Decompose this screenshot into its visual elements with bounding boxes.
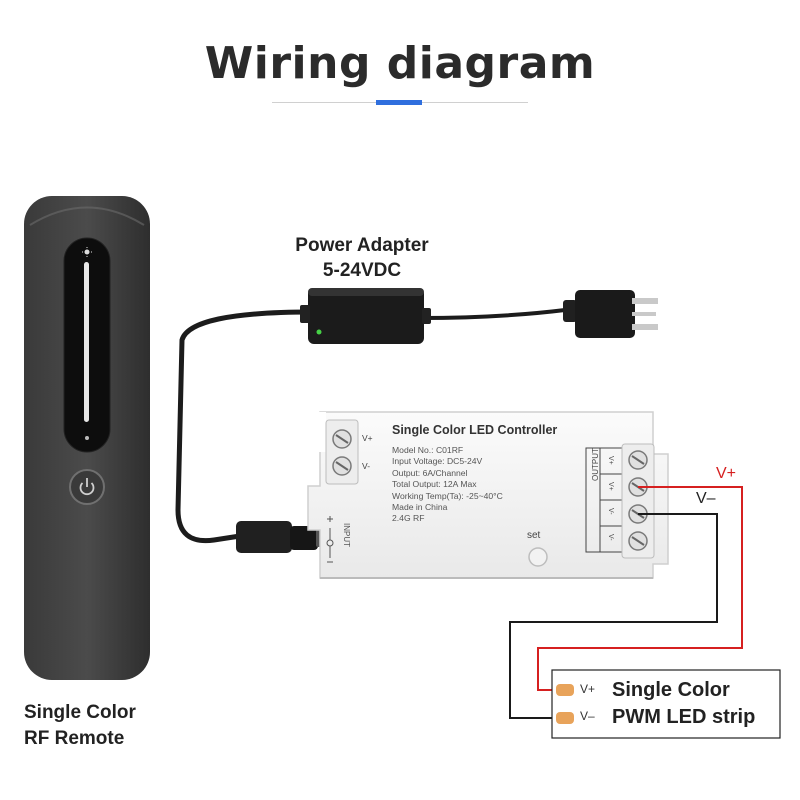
output-label: OUTPUT [591,448,600,481]
red-wire-label: V+ [716,465,737,482]
strip-label-line2: PWM LED strip [612,706,756,728]
input-terminal-minus-label: V- [362,461,371,471]
strip-pad-plus [556,684,574,696]
slider-light-bar [84,262,89,422]
ac-cable [419,308,566,320]
adapter-label-line2: 5-24VDC [322,260,402,281]
adapter-label: Power Adapter 5-24VDC [282,233,442,283]
rf-remote [24,196,150,680]
adapter-led [316,329,322,335]
ac-plug [563,290,658,338]
input-label: INPUT [342,523,351,547]
strip-pad-minus [556,712,574,724]
spec-line: Input Voltage: DC5-24V [392,456,483,467]
output-screw-4 [628,531,648,551]
strip-pin-plus-label: V+ [580,682,596,696]
strip-label: Single Color PWM LED strip [612,677,755,731]
spec-line: 2.4G RF [392,513,425,524]
spec-line: Output: 6A/Channel [392,467,468,478]
set-button [528,547,548,567]
spec-line: Total Output: 12A Max [392,479,477,490]
spec-line: Model No.: C01RF [392,445,464,455]
strip-label-line1: Single Color [612,679,730,701]
output-terminal-label: V+ [607,482,614,491]
adapter-label-line1: Power Adapter [295,235,429,256]
input-screw-minus [332,456,352,476]
power-adapter [300,288,431,344]
remote-label-line2: RF Remote [24,728,125,749]
power-icon [79,478,95,496]
page-title: Wiring diagram [204,38,596,89]
sun-icon [82,247,92,257]
black-wire [509,513,718,719]
black-wire-label: V– [696,490,716,507]
dc-cable [175,309,315,544]
output-screw-1 [628,450,648,470]
red-wire [537,486,743,691]
output-terminal-label: V- [607,534,614,541]
remote-label-line1: Single Color [24,702,136,723]
led-strip [551,669,781,739]
controller-title: Single Color LED Controller [392,423,558,437]
sun-icon-dim [85,436,89,440]
output-terminal-label: V+ [607,456,614,465]
spec-line: Made in China [392,502,448,513]
dc-polarity-icon [326,516,334,563]
title-accent-bar [376,100,422,105]
remote-label: Single Color RF Remote [24,700,136,752]
output-terminal-label: V- [607,508,614,515]
set-button-label: set [527,530,541,541]
input-screw-plus [332,429,352,449]
input-terminal-plus-label: V+ [362,433,373,443]
spec-line: Working Temp(Ta): -25~40°C [392,490,503,501]
controller-specs: Model No.: C01RF Input Voltage: DC5-24V … [392,445,503,525]
dc-barrel-jack [236,521,324,553]
strip-pin-minus-label: V– [580,709,595,723]
